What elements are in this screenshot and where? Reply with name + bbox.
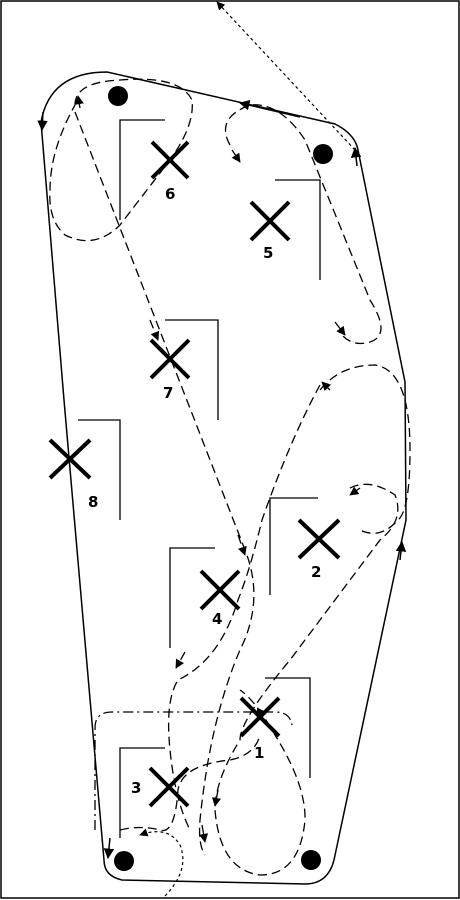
dashed-arrow-lower-right-2 [212,789,221,807]
station-2-marker [297,518,341,560]
dashed-arrow-top-right-2 [231,149,241,163]
dashed-arrow-diagonal-3 [199,824,209,843]
dashed-loop-mid [168,384,321,831]
station-4-marker [199,569,241,611]
boundary-arrow-right [395,540,407,561]
bracket-1 [265,677,311,778]
dashed-arrow-top-right [334,321,346,336]
boundary-arrow-left [37,111,48,132]
dashed-loop-top-right [224,104,382,345]
boundary-arrow-bottom [103,837,115,860]
bracket-2 [269,497,318,595]
station-8-label: 8 [88,493,98,511]
bracket-6 [119,119,165,220]
bracket-4 [169,547,215,648]
station-4-label: 4 [212,610,222,628]
bracket-5 [275,179,321,280]
dashed-loop-lower-right [214,483,399,876]
dashed-loop-right [319,364,411,534]
dashed-arrow-right-loop [321,381,332,392]
post-top-left [108,86,128,106]
boundary-line [40,71,407,885]
dashed-arrow-diagonal-2 [237,534,247,556]
dashed-loop-top-left [49,78,193,242]
station-2-label: 2 [311,563,321,581]
station-3-marker [148,766,190,808]
station-8-marker [48,438,92,480]
station-1-marker [239,696,281,738]
dotted-path-exit [216,1,356,151]
station-6-marker [150,140,190,180]
post-top-right [313,144,333,164]
station-3-label: 3 [131,779,141,797]
dashed-arrow-diagonal [149,319,160,341]
dashed-diagonal-main [74,111,255,856]
station-5-label: 5 [263,244,273,262]
bracket-7 [165,319,219,420]
station-1-label: 1 [254,744,264,762]
post-bottom-right [301,850,321,870]
dashed-arrow-mid [175,651,186,669]
dashdot-loop-bottom [94,711,293,830]
station-5-marker [249,200,291,242]
station-6-label: 6 [165,185,175,203]
bracket-3 [119,747,165,838]
dashed-arrow-top-left [74,95,84,109]
boundary-arrow-corner [350,146,362,167]
dashed-loop-lower-left [119,734,261,832]
station-7-label: 7 [163,384,173,402]
bracket-8 [78,419,121,520]
boundary-arrow-top [238,100,301,118]
dotted-path-entry [139,828,184,897]
dashed-arrow-lower-right [349,486,361,496]
post-bottom-left [114,851,134,871]
station-7-marker [149,338,191,380]
